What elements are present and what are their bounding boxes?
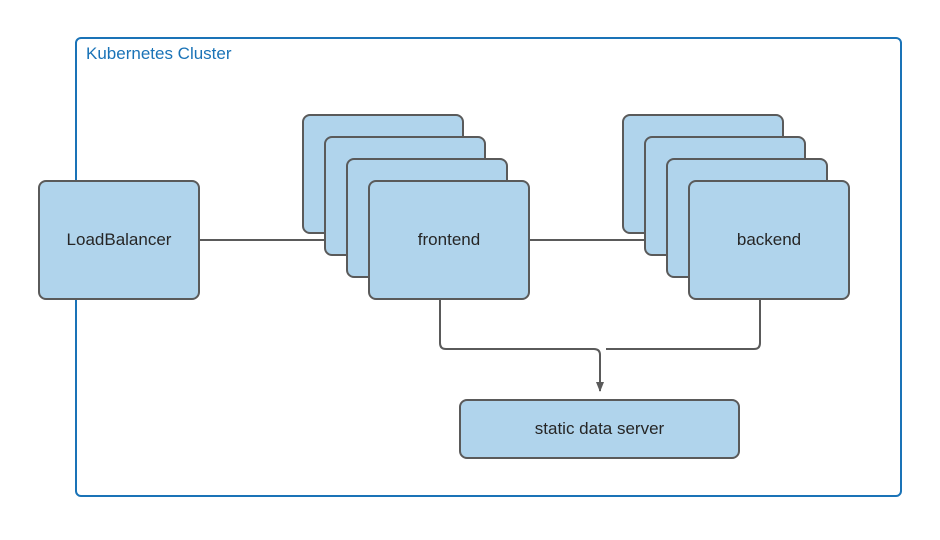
node-static-data-server[interactable]: static data server xyxy=(459,399,740,459)
node-frontend-replica-4[interactable]: frontend xyxy=(368,180,530,300)
node-static-data-server-label: static data server xyxy=(534,419,665,438)
node-frontend-stack[interactable]: frontend xyxy=(302,114,530,300)
node-loadbalancer[interactable]: LoadBalancer xyxy=(38,180,200,300)
node-backend-replica-4[interactable]: backend xyxy=(688,180,850,300)
kubernetes-cluster-label: Kubernetes Cluster xyxy=(86,44,232,63)
node-loadbalancer-label: LoadBalancer xyxy=(66,230,172,249)
node-backend-label: backend xyxy=(736,230,802,249)
node-backend-stack[interactable]: backend xyxy=(622,114,850,300)
node-frontend-label: frontend xyxy=(417,230,481,249)
